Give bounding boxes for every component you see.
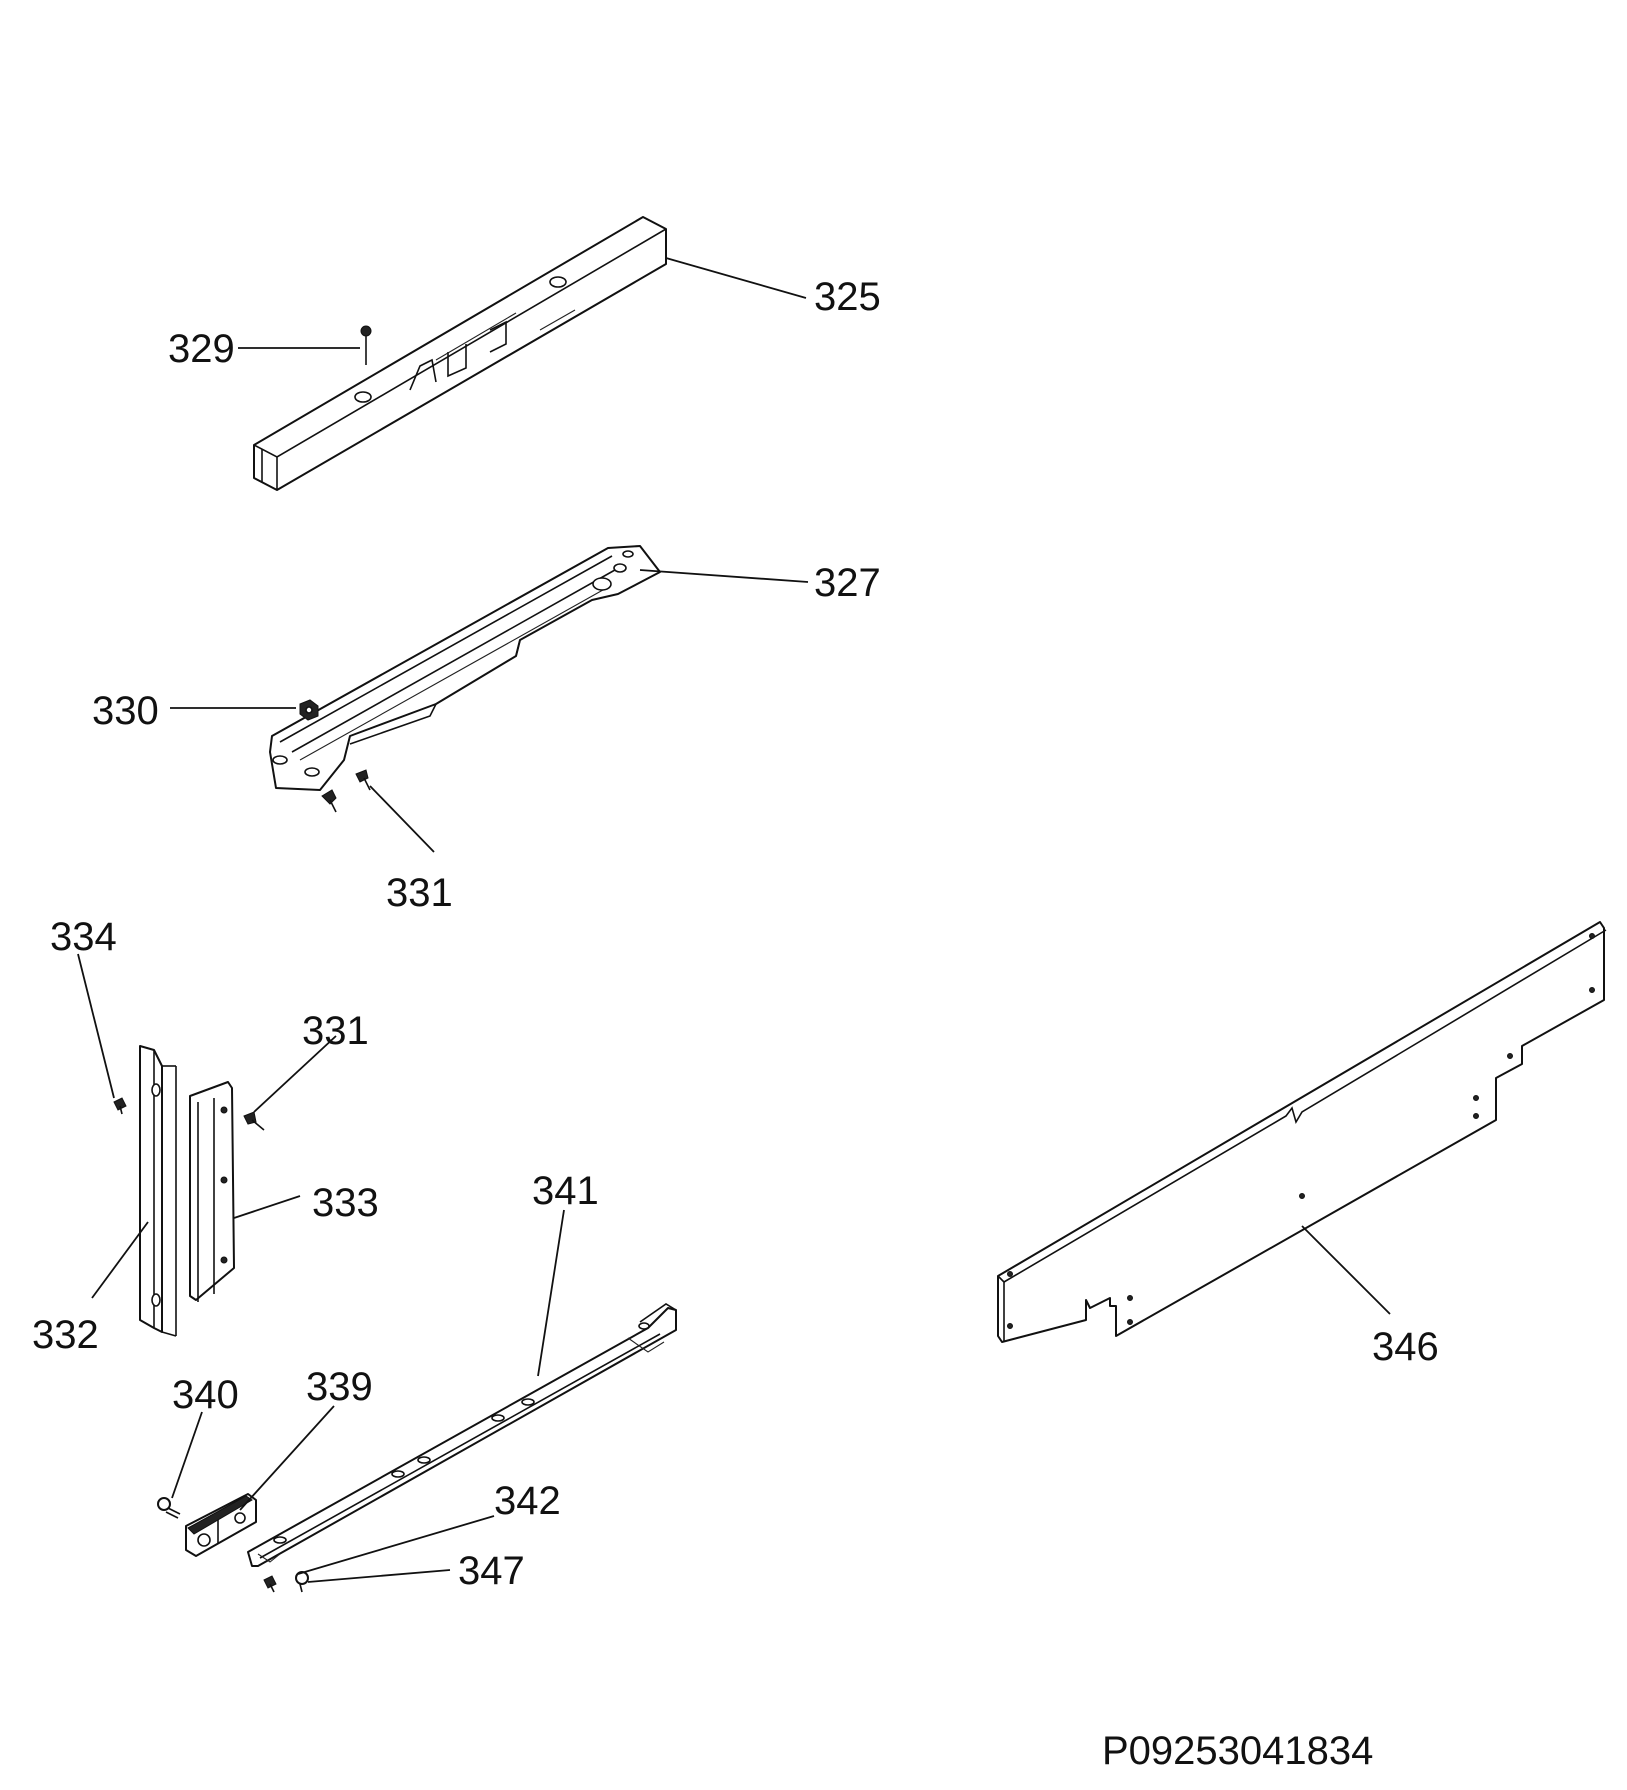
callouts: 325 329 327 330 331 334 331 333 332 341 … bbox=[32, 275, 1439, 1593]
callout-340: 340 bbox=[172, 1373, 239, 1417]
part-341-runner bbox=[247, 1303, 677, 1567]
leader-lines bbox=[77, 257, 1391, 1583]
part-332-angle-bracket bbox=[139, 1045, 177, 1337]
callout-332: 332 bbox=[32, 1313, 99, 1357]
callout-341: 341 bbox=[532, 1169, 599, 1213]
part-342-347-fasteners bbox=[263, 1571, 309, 1593]
callout-329: 329 bbox=[168, 327, 235, 371]
callout-325: 325 bbox=[814, 275, 881, 319]
part-339-hinge-plate bbox=[185, 1493, 257, 1557]
part-334-screw bbox=[113, 1097, 127, 1115]
part-340-bolt bbox=[157, 1497, 181, 1519]
callout-330: 330 bbox=[92, 689, 159, 733]
part-331-screw-lower bbox=[243, 1111, 265, 1131]
callout-331-lower: 331 bbox=[302, 1009, 369, 1053]
callout-347: 347 bbox=[458, 1549, 525, 1593]
part-330-nut bbox=[299, 699, 319, 721]
callout-346: 346 bbox=[1372, 1325, 1439, 1369]
part-331-screws-upper bbox=[321, 769, 371, 813]
callout-334: 334 bbox=[50, 915, 117, 959]
part-325-bar bbox=[253, 216, 667, 491]
callout-342: 342 bbox=[494, 1479, 561, 1523]
part-346-panel bbox=[997, 921, 1607, 1343]
callout-331-upper: 331 bbox=[386, 871, 453, 915]
callout-333: 333 bbox=[312, 1181, 379, 1225]
callout-327: 327 bbox=[814, 561, 881, 605]
document-id: P09253041834 bbox=[1102, 1729, 1373, 1773]
part-327-rail bbox=[269, 545, 661, 791]
callout-339: 339 bbox=[306, 1365, 373, 1409]
part-333-plate bbox=[189, 1081, 235, 1302]
part-329-pin bbox=[360, 325, 372, 365]
